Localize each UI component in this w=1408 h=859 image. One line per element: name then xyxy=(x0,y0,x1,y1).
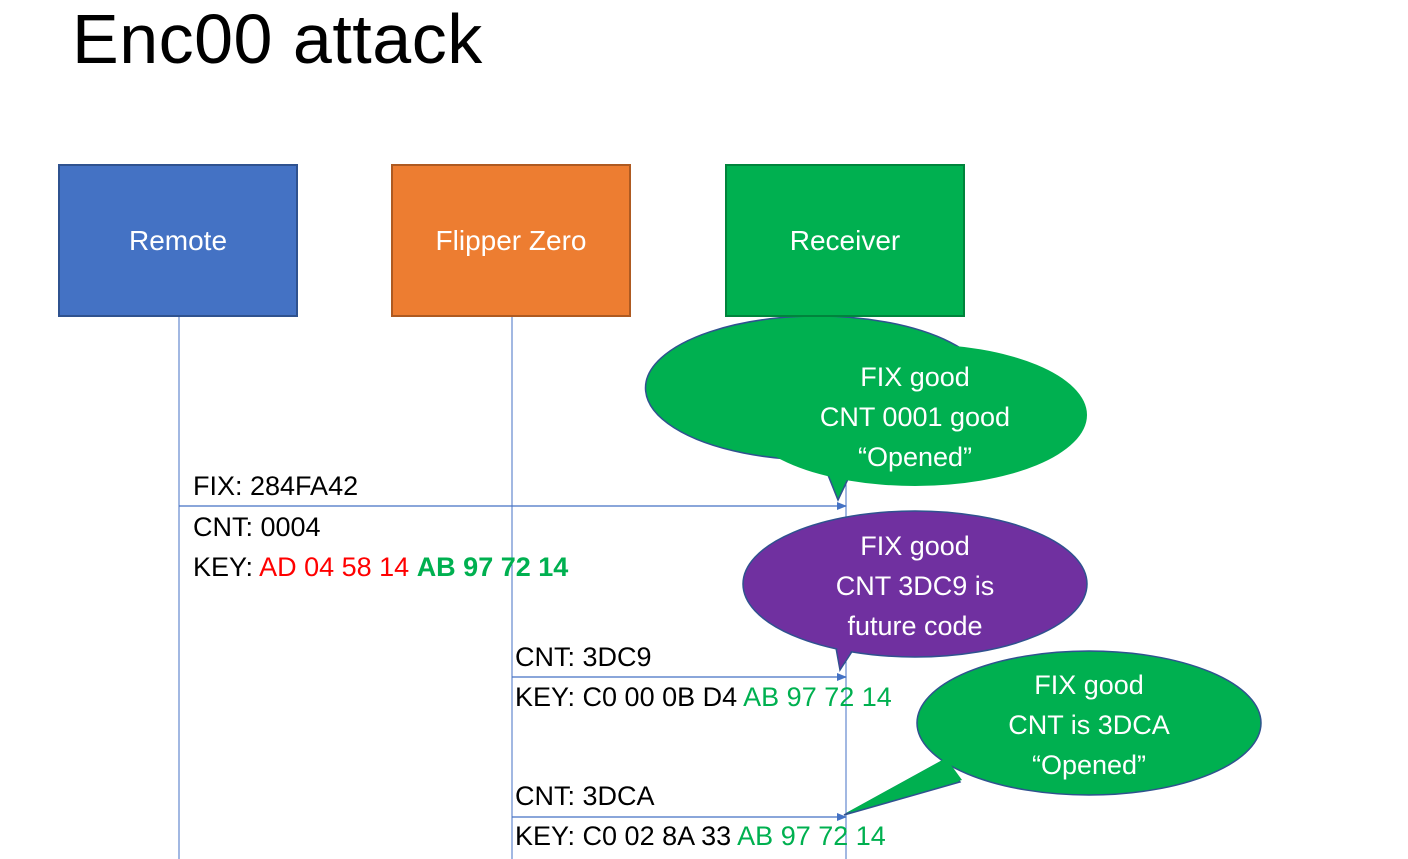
remote-lane-box: Remote xyxy=(58,164,298,317)
bubble1-text: FIX good CNT 0001 good “Opened” xyxy=(765,357,1065,477)
bubble1-line2: CNT 0001 good xyxy=(819,402,1011,432)
message1-key: KEY: AD 04 58 14 AB 97 72 14 xyxy=(193,551,568,583)
message1-key-label: KEY: xyxy=(193,552,260,582)
message2-key-green-part: AB 97 72 14 xyxy=(743,682,892,712)
flipper-zero-label: Flipper Zero xyxy=(435,224,587,256)
message3-key-green-part: AB 97 72 14 xyxy=(737,821,886,851)
message1-key-green-part: AB 97 72 14 xyxy=(416,552,569,582)
message3-key-label: KEY: C0 02 8A 33 xyxy=(515,821,738,851)
message2-key: KEY: C0 00 0B D4 AB 97 72 14 xyxy=(515,681,892,713)
bubble2-line3: future code xyxy=(847,611,983,641)
message1-cnt: CNT: 0004 xyxy=(193,512,321,542)
message1-key-red-part: AD 04 58 14 xyxy=(259,552,410,582)
flipper-zero-lane-box: Flipper Zero xyxy=(391,164,631,317)
receiver-lane-box: Receiver xyxy=(725,164,965,317)
bubble3-text: FIX good CNT is 3DCA “Opened” xyxy=(939,665,1239,785)
remote-label: Remote xyxy=(128,224,228,256)
slide-title: Enc00 attack xyxy=(72,0,483,78)
bubble2-line1: FIX good xyxy=(860,531,970,561)
bubble3-callout xyxy=(843,650,1262,816)
bubble1-line1: FIX good xyxy=(860,362,970,392)
bubble2-line2: CNT 3DC9 is xyxy=(835,571,995,601)
message1-fix: FIX: 284FA42 xyxy=(193,471,359,501)
message3-cnt: CNT: 3DCA xyxy=(515,781,655,811)
bubble3-line3: “Opened” xyxy=(1031,750,1147,780)
bubble2-callout xyxy=(742,510,1088,672)
bubble1-line3: “Opened” xyxy=(857,442,973,472)
message2-cnt: CNT: 3DC9 xyxy=(515,642,652,672)
message3-key: KEY: C0 02 8A 33 AB 97 72 14 xyxy=(515,820,886,852)
bubble3-line1: FIX good xyxy=(1034,670,1144,700)
bubble2-text: FIX good CNT 3DC9 is future code xyxy=(765,526,1065,646)
message2-key-label: KEY: C0 00 0B D4 xyxy=(515,682,744,712)
bubble1-callout xyxy=(644,315,1087,502)
receiver-label: Receiver xyxy=(789,224,901,256)
bubble3-line2: CNT is 3DCA xyxy=(1008,710,1170,740)
